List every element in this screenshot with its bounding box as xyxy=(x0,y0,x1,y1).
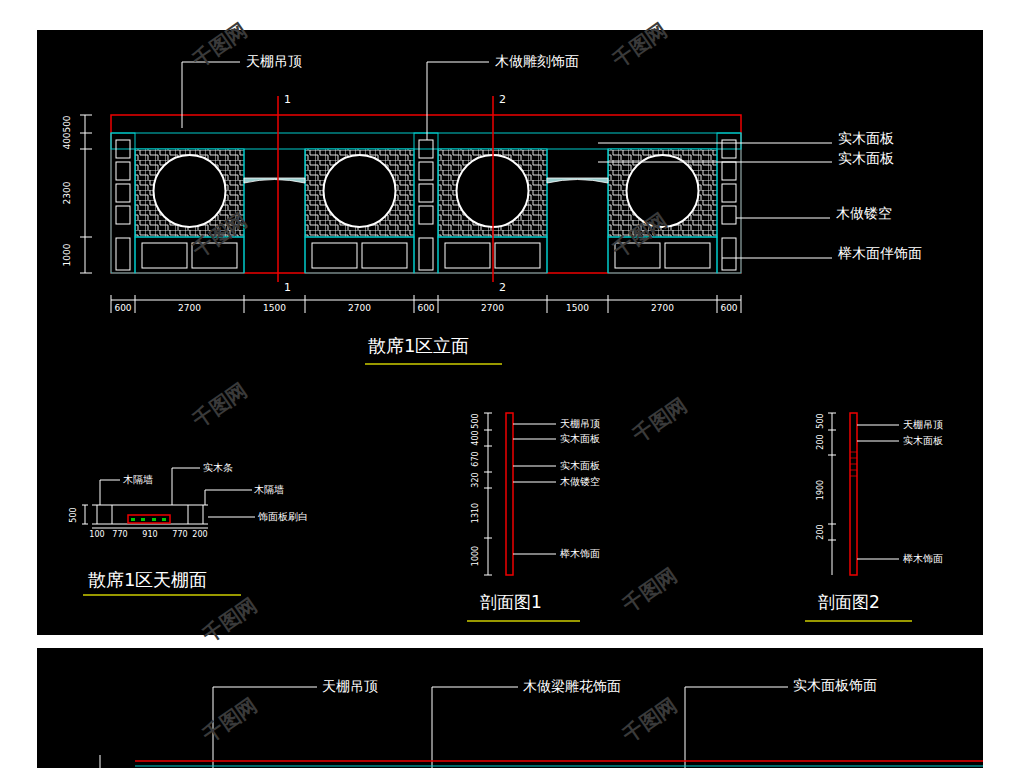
callout-label: 木隔墙 xyxy=(123,474,153,485)
callout-label: 实木面板 xyxy=(903,435,943,446)
dimension: 1500 xyxy=(566,304,589,314)
dimension: 1000 xyxy=(63,244,73,267)
callout-label: 饰面板刷白 xyxy=(258,511,308,522)
dimension: 2700 xyxy=(348,304,371,314)
view-title: 散席1区天棚面 xyxy=(88,570,207,590)
callout-label: 榉木饰面 xyxy=(560,548,600,559)
callout-label: 榉木面伴饰面 xyxy=(838,246,922,261)
dimension: 600 xyxy=(720,304,737,314)
callout-label: 实木面板 xyxy=(838,131,894,146)
dimension: 200 xyxy=(192,531,207,540)
callout-label: 天棚吊顶 xyxy=(903,419,943,430)
callout-label: 实木面板饰面 xyxy=(793,678,877,693)
dimension: 2700 xyxy=(178,304,201,314)
dimension: 600 xyxy=(114,304,131,314)
dimension: 670 xyxy=(472,451,481,466)
dimension: 1310 xyxy=(472,503,481,523)
dimension: 770 xyxy=(112,531,127,540)
dimension: 320 xyxy=(472,472,481,487)
callout-label: 天棚吊顶 xyxy=(560,418,600,429)
dimension: 400 xyxy=(472,430,481,445)
callout-label: 木做梁雕花饰面 xyxy=(523,679,621,694)
section-mark: 2 xyxy=(499,94,506,106)
view-title: 散席1区立面 xyxy=(368,336,469,356)
dimension: 200 xyxy=(817,524,826,539)
callout-label: 木做镂空 xyxy=(836,206,892,221)
callout-label: 榉木饰面 xyxy=(903,553,943,564)
dimension: 2700 xyxy=(481,304,504,314)
callout-label: 天棚吊顶 xyxy=(322,679,378,694)
callout-label: 实木条 xyxy=(203,462,233,473)
callout-label: 木隔墙 xyxy=(254,484,284,495)
callout-label: 木做镂空 xyxy=(560,476,600,487)
dimension: 400 xyxy=(63,132,73,149)
callout-label: 木做雕刻饰面 xyxy=(495,54,579,69)
dimension: 500 xyxy=(472,413,481,428)
dimension: 600 xyxy=(417,304,434,314)
dimension: 500 xyxy=(70,507,79,522)
section-mark: 2 xyxy=(499,282,506,294)
dimension: 770 xyxy=(172,531,187,540)
dimension: 500 xyxy=(63,115,73,132)
callout-label: 天棚吊顶 xyxy=(246,54,302,69)
callout-label: 实木面板 xyxy=(838,151,894,166)
section-mark: 1 xyxy=(284,94,291,106)
callout-label: 实木面板 xyxy=(560,433,600,444)
dimension: 1000 xyxy=(472,546,481,566)
dimension: 500 xyxy=(817,413,826,428)
dimension: 200 xyxy=(817,434,826,449)
dimension: 2700 xyxy=(651,304,674,314)
dimension: 1900 xyxy=(817,480,826,500)
dimension: 1500 xyxy=(263,304,286,314)
callout-label: 实木面板 xyxy=(560,460,600,471)
dimension: 100 xyxy=(89,531,104,540)
view-title: 剖面图2 xyxy=(818,593,880,612)
dimension: 2300 xyxy=(63,182,73,205)
view-title: 剖面图1 xyxy=(480,593,542,612)
section-mark: 1 xyxy=(284,282,291,294)
dimension: 910 xyxy=(142,531,157,540)
